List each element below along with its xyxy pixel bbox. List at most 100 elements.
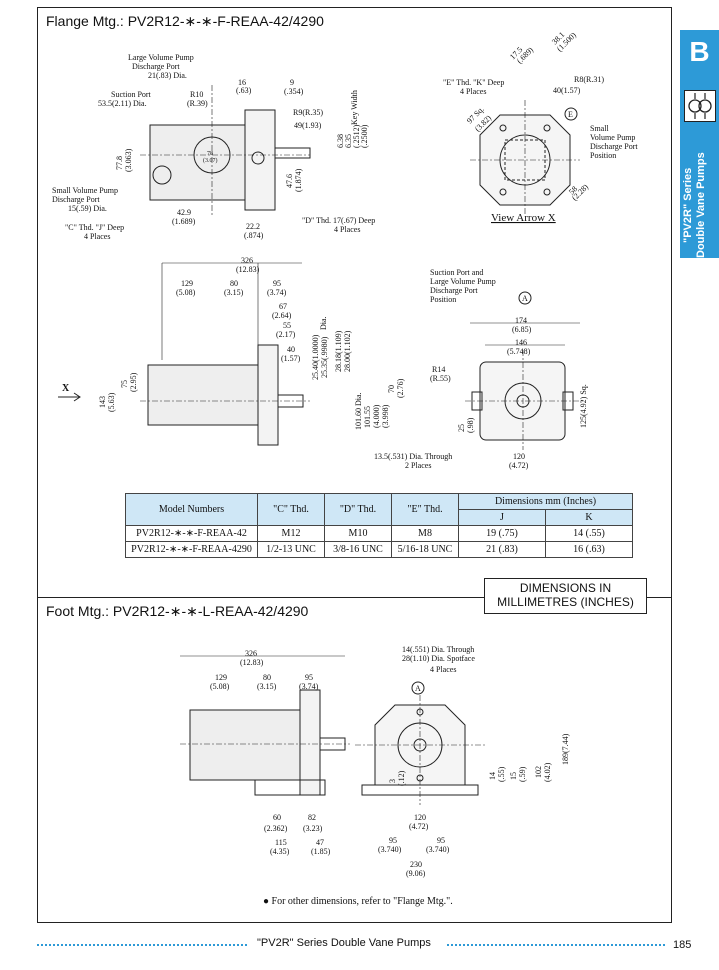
lbl-s5: 101.60 Dia. [354,392,363,430]
lbl-s2: 25.35(.9980) [320,336,329,378]
lbl-s-d40: 40 [287,345,295,354]
flange-end-drawing [140,85,311,215]
lbl-hole-places: 4 Places [430,665,456,674]
lbl-r10b: (R.39) [187,99,208,108]
lbl-s-d55: 55 [283,321,291,330]
lbl-f-d95b: (3.74) [299,682,319,691]
lbl-f-d95c: 95 [437,836,445,845]
lbl-d146: 146 [515,338,527,347]
lbl-keyw: Key Width [350,90,359,125]
lbl-f-d82: 82 [308,813,316,822]
lbl-f-d14b: (.55) [497,766,506,782]
foot-title: Foot Mtg.: PV2R12-∗-∗-L-REAA-42/4290 [46,603,309,619]
lbl-d135: 13.5(.531) Dia. Through [374,452,452,461]
lbl-r10: R10 [190,90,203,99]
lbl-f-d95cb: (3.740) [426,845,450,854]
foot-front-drawing [355,695,485,805]
lbl-s-d326b: (12.83) [236,265,260,274]
lbl-f-d230b: (9.06) [406,869,426,878]
flange-side-drawing [140,262,310,446]
page-frame [37,7,672,923]
lbl-f-d3: 3 [388,779,397,783]
lbl-d222: 22.2 [246,222,260,231]
lbl-f-d95: 95 [305,673,313,682]
lbl-f-d95a: 95 [389,836,397,845]
dim-line1: DIMENSIONS IN [519,581,612,595]
cell-j: 21 (.83) [458,541,546,558]
cell-model: PV2R12-∗-∗-F-REAA-42 [125,525,258,542]
lbl-s-d67b: (2.64) [272,311,292,320]
lbl-cj-places: 4 Places [84,232,110,241]
page-number: 185 [673,939,692,951]
footnote: ● For other dimensions, refer to "Flange… [263,896,453,907]
lbl-f-d102: 102 [534,766,543,778]
lbl-d16: 16 [238,78,246,87]
arrow-x-icon [58,392,81,402]
lbl-k635: 6.35 [344,134,353,148]
lbl-f-d129b: (5.08) [210,682,230,691]
a-circle [518,291,532,305]
lbl-s-d80b: (3.15) [224,288,244,297]
lbl-s7: (4.000) [372,404,381,428]
lbl-large-port2: Discharge Port [132,62,180,71]
cell-d: 3/8-16 UNC [324,541,392,558]
foot-a-circle [411,681,425,695]
cell-e: 5/16-18 UNC [391,541,459,558]
section-letter: B [689,36,710,67]
lbl-hole2: 28(1.10) Dia. Spotface [402,654,475,663]
lbl-small-port2: Discharge Port [52,195,100,204]
th-j: J [458,509,546,526]
th-e: "E" Thd. [391,493,459,526]
lbl-s-dia: Dia. [319,316,328,330]
cell-c: M12 [257,525,325,542]
lbl-d120: 120 [513,452,525,461]
lbl-e: E [568,110,573,119]
lbl-f-d3b: (.12) [397,770,406,786]
lbl-d174: 174 [515,316,527,325]
lbl-s1: 25.40(1.0000) [311,334,320,380]
lbl-large-port: Large Volume Pump [128,53,194,62]
view-x-drawing [470,100,580,215]
page-footer: "PV2R" Series Double Vane Pumps [37,937,687,951]
lbl-x: X [62,383,70,394]
lbl-d429: 42.9 [177,208,191,217]
footer-rule-right [447,944,665,946]
lbl-k2512: (.2512) [352,124,361,148]
lbl-d16b: (.63) [236,86,252,95]
th-k: K [545,509,633,526]
lbl-suction: Suction Port [111,90,152,99]
lbl-d120b: (4.72) [509,461,529,470]
lbl-s-d75b: (2.95) [129,372,138,392]
lbl-f-d115: 115 [275,838,287,847]
lbl-cj: "C" Thd. "J" Deep [65,223,124,232]
lbl-suct2: Suction Port and [430,268,483,277]
lbl-f-d60b: (2.362) [264,824,288,833]
lbl-k2500: (.2500) [360,124,369,148]
lbl-suct2c: Discharge Port [430,286,478,295]
th-model: Model Numbers [125,493,258,526]
lbl-d476: 47.6 [285,174,294,188]
lbl-s-d70b: (2.76) [396,378,405,398]
lbl-small2b: Volume Pump [590,133,635,142]
lbl-r9: R9(R.35) [293,108,323,117]
lbl-s4: 28.00(1.102) [343,330,352,372]
lbl-d25: 25 [457,424,466,432]
dimensions-note-box: DIMENSIONS IN MILLIMETRES (INCHES) [484,578,647,614]
lbl-s-d95b: (3.74) [267,288,287,297]
lbl-f-d115b: (4.35) [270,847,290,856]
lbl-s-d326: 326 [241,256,253,265]
lbl-s-d80: 80 [230,279,238,288]
lbl-k638: 6.38 [336,134,345,148]
lbl-f-d230: 230 [410,860,422,869]
lbl-dthd: "D" Thd. 17(.67) Deep [302,216,375,225]
lbl-f-d120b: (4.72) [409,822,429,831]
lbl-places2: 2 Places [405,461,431,470]
table-row: PV2R12-∗-∗-F-REAA-42 M12 M10 M8 19 (.75)… [125,525,633,542]
lbl-view: View Arrow X [491,212,556,224]
lbl-d125: 125(4.92) Sq. [579,384,588,428]
lbl-s8: (3.998) [381,404,390,428]
lbl-d174b: (6.85) [512,325,532,334]
cell-k: 14 (.55) [545,525,633,542]
lbl-large-port-dia: 21(.83) Dia. [148,71,187,80]
section-divider [37,597,671,598]
